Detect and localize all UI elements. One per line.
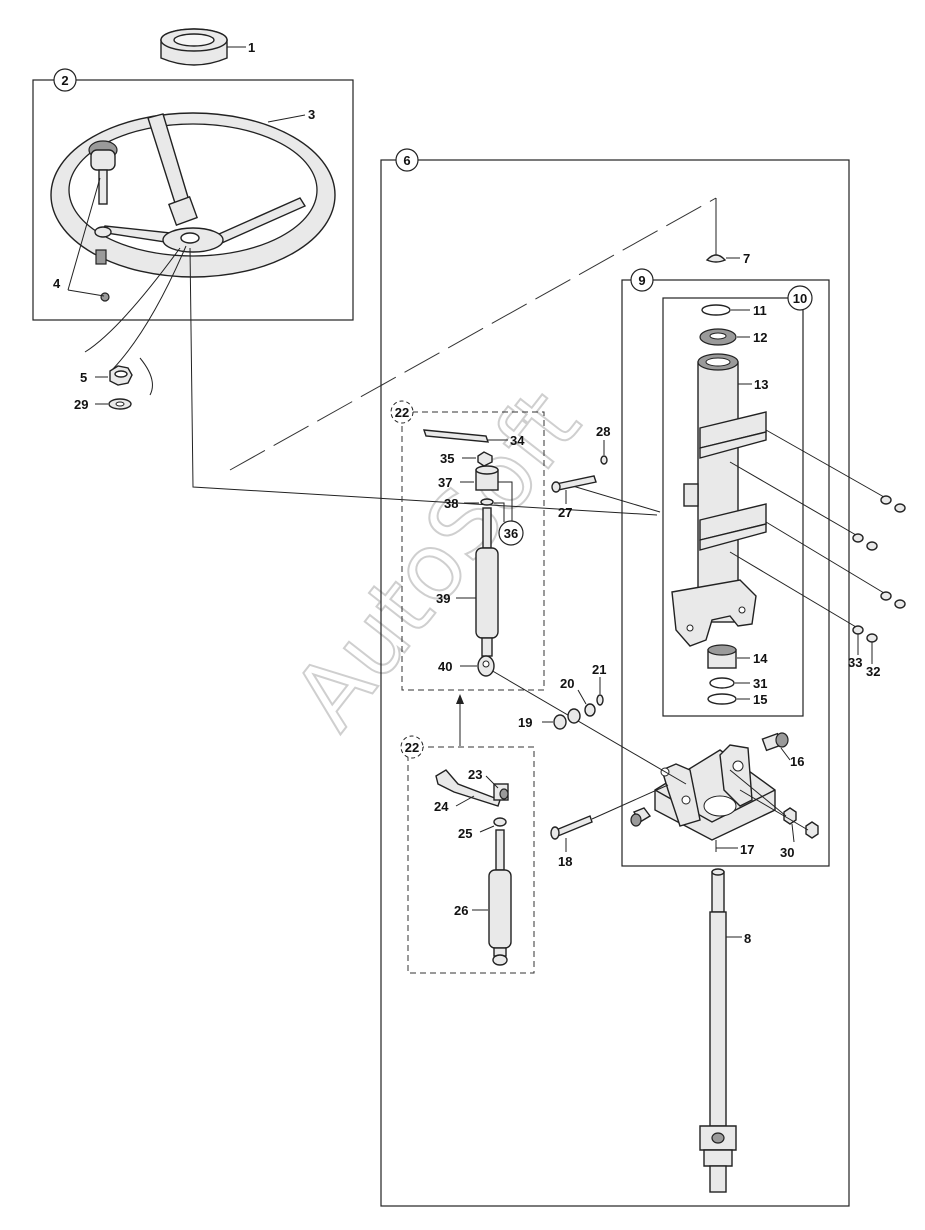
circlip-part-7: [705, 254, 727, 263]
callout-15: 15: [753, 692, 767, 707]
callout-18: 18: [558, 854, 572, 869]
washers-part-19-20-21: [553, 694, 604, 730]
washer-part-29: [108, 398, 132, 410]
callout-29: 29: [74, 397, 88, 412]
ring-part-31: [709, 677, 735, 689]
clip-part-28: [600, 455, 608, 465]
callout-13: 13: [754, 377, 768, 392]
nuts-part-30: [783, 807, 819, 839]
callout-8: 8: [744, 931, 751, 946]
column-tube-part-13: [671, 353, 767, 647]
pin-part-18: [550, 807, 652, 840]
gas-spring-part-39: [475, 507, 499, 657]
callout-3: 3: [308, 107, 315, 122]
bolt-part-16: [761, 732, 789, 752]
bearing-part-12: [699, 328, 737, 346]
callout-14: 14: [753, 651, 768, 666]
eye-end-part-40: [477, 655, 495, 677]
callout-31: 31: [753, 676, 767, 691]
steering-shaft-part-8: [699, 868, 737, 1193]
ring-part-11: [701, 304, 731, 316]
gas-spring-part-26: [488, 829, 512, 966]
callout-27: 27: [558, 505, 572, 520]
bolts-part-32: [852, 495, 906, 643]
lever-part-24: [435, 769, 501, 807]
column-tube-subgroup-box: [662, 297, 804, 717]
steering-wheel-part: [50, 112, 336, 302]
callout-4: 4: [53, 276, 61, 291]
callout-26: 26: [454, 903, 468, 918]
bushing-part-14: [707, 644, 737, 669]
callout-10: 10: [793, 291, 807, 306]
nut-part-35: [477, 451, 493, 467]
callout-20: 20: [560, 676, 574, 691]
watermark: AutoSoft: [273, 371, 601, 748]
callout-7: 7: [743, 251, 750, 266]
callout-24: 24: [434, 799, 449, 814]
pin-part-27: [551, 475, 597, 493]
callout-32: 32: [866, 664, 880, 679]
callout-38: 38: [444, 496, 458, 511]
sleeve-part-37: [475, 465, 499, 491]
gas-spring-kit-box-lower: [407, 746, 535, 974]
nut-part-5: [109, 365, 133, 386]
callout-6: 6: [403, 153, 410, 168]
callout-2: 2: [61, 73, 68, 88]
callout-9: 9: [638, 273, 645, 288]
callout-11: 11: [753, 303, 767, 318]
callout-30: 30: [780, 845, 794, 860]
callout-40: 40: [438, 659, 452, 674]
callout-21: 21: [592, 662, 606, 677]
callout-17: 17: [740, 842, 754, 857]
steering-wheel-group-box: [32, 79, 354, 321]
callout-1: 1: [248, 40, 255, 55]
callout-23: 23: [468, 767, 482, 782]
callout-16: 16: [790, 754, 804, 769]
callout-19: 19: [518, 715, 532, 730]
callout-5: 5: [80, 370, 87, 385]
column-tube-group-box: [621, 279, 830, 867]
callout-33: 33: [848, 655, 862, 670]
gas-spring-kit-box-upper: [401, 411, 545, 691]
nut-part-25: [493, 817, 507, 827]
callout-37: 37: [438, 475, 452, 490]
callout-22-upper: 22: [395, 405, 409, 420]
callout-39: 39: [436, 591, 450, 606]
callout-36: 36: [504, 526, 518, 541]
callout-28: 28: [596, 424, 610, 439]
callout-34: 34: [510, 433, 525, 448]
callout-12: 12: [753, 330, 767, 345]
steering-column-group-box: [380, 159, 850, 1207]
callout-22-lower: 22: [405, 740, 419, 755]
horn-cap-part: [160, 28, 228, 66]
washer-part-38: [480, 498, 494, 506]
ring-part-15: [707, 693, 737, 705]
callout-25: 25: [458, 826, 472, 841]
lever-part-34: [422, 429, 490, 443]
callout-35: 35: [440, 451, 454, 466]
